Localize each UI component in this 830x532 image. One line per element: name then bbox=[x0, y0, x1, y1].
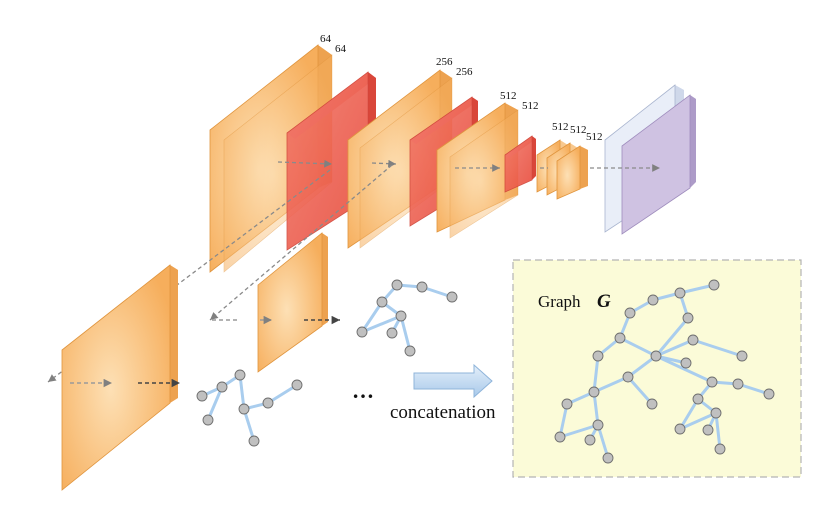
label-block3-a: 512 bbox=[500, 90, 517, 102]
label-block4-b: 512 bbox=[570, 124, 587, 136]
label-block1-a: 64 bbox=[320, 33, 332, 45]
small-graph-1 bbox=[196, 369, 303, 447]
graph-symbol: G bbox=[597, 291, 611, 312]
graph-panel: Graph G bbox=[512, 259, 802, 478]
ellipsis: … bbox=[352, 378, 374, 403]
label-block2-b: 256 bbox=[456, 66, 473, 78]
small-graph-2 bbox=[356, 279, 458, 357]
big-graph-nodes bbox=[554, 279, 775, 464]
feature-map-large bbox=[61, 264, 178, 491]
label-block4-a: 512 bbox=[552, 121, 569, 133]
top-flow-arrows bbox=[277, 159, 660, 172]
concatenation-label: concatenation bbox=[390, 402, 496, 423]
feature-map-medium bbox=[257, 232, 328, 373]
graph-title: Graph bbox=[538, 292, 581, 311]
pool-block-3 bbox=[504, 135, 536, 193]
label-block2-a: 256 bbox=[436, 56, 453, 68]
concatenation-arrow bbox=[413, 363, 493, 399]
map-to-graph-arrows bbox=[70, 315, 340, 388]
conv-block-4 bbox=[536, 139, 588, 200]
label-block4-c: 512 bbox=[586, 131, 603, 143]
label-block1-b: 64 bbox=[335, 43, 347, 55]
label-block3-b: 512 bbox=[522, 100, 539, 112]
